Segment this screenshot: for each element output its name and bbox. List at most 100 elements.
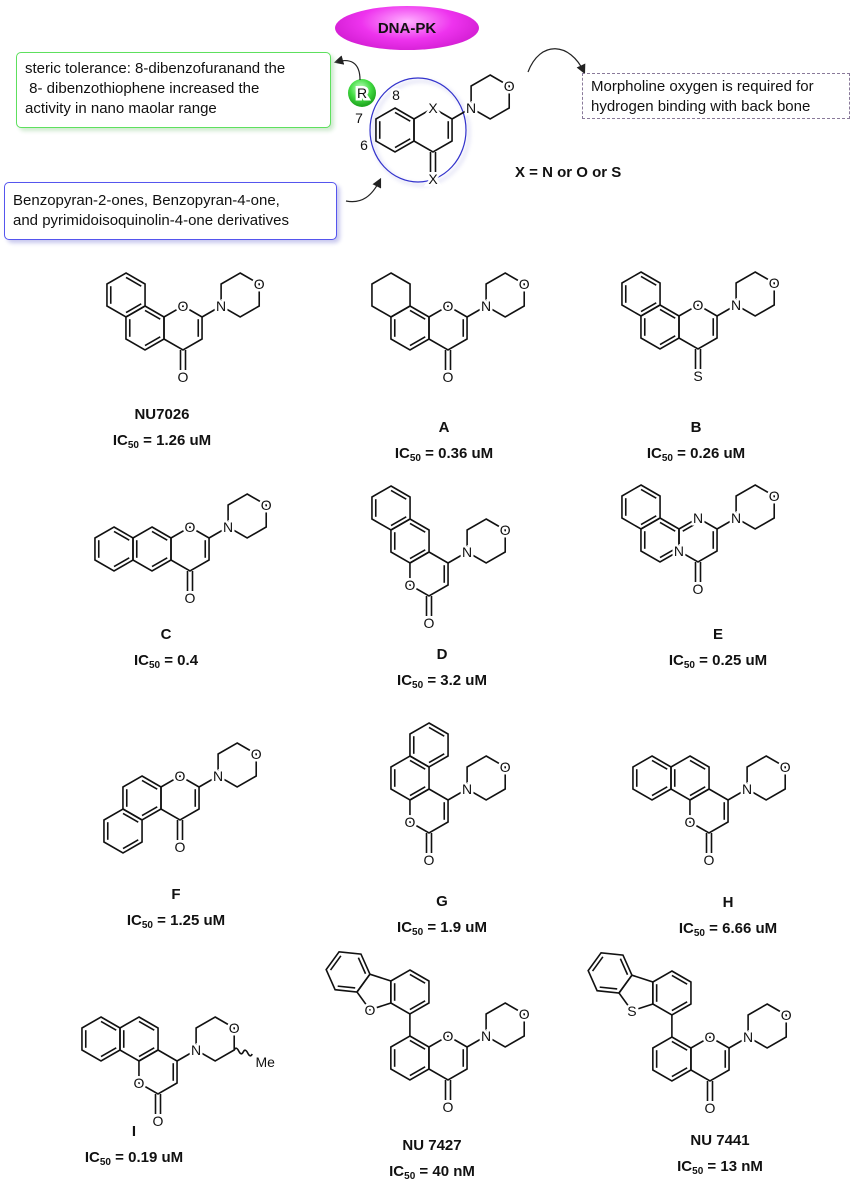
double-bond-inner [409, 309, 426, 320]
ring-oxygen-atom: O [134, 1075, 145, 1091]
double-bond-inner [428, 753, 445, 764]
ic50-subscript: 50 [412, 680, 424, 691]
ic50-prefix: IC [677, 1158, 693, 1175]
r-group-circle [348, 79, 376, 107]
ic50-prefix: IC [112, 432, 128, 449]
ic50-subscript: 50 [404, 1171, 416, 1182]
note-line: steric tolerance: 8-dibenzofuranand the [25, 60, 286, 77]
benzene-ring [632, 755, 672, 801]
morpholine-ring [466, 755, 507, 801]
double-bond-inner [651, 786, 668, 797]
double-bond-inner [659, 521, 676, 532]
ic50-number: = 1.9 uM [427, 919, 487, 936]
double-bond-inner [151, 530, 168, 541]
double-bond-inner [640, 302, 657, 313]
ic50-value: IC50 = 1.25 uM [127, 911, 225, 936]
double-bond-inner [329, 955, 342, 971]
thione-sulfur-atom: S [693, 368, 702, 384]
double-bond-inner [394, 111, 411, 122]
ic50-number: = 0.4 [164, 652, 199, 669]
double-bond-inner [390, 516, 407, 527]
ic50-prefix: IC [84, 1149, 100, 1166]
morpholine-nitrogen-atom: N [731, 297, 741, 313]
bond-to-morpholine [466, 1035, 487, 1048]
compound-caption: NU7026 IC50 = 1.26 uM [113, 405, 211, 456]
compound-caption: B IC50 = 0.26 uM [647, 418, 745, 469]
ic50-value: IC50 = 1.9 uM [397, 918, 487, 943]
double-bond-inner [671, 1067, 688, 1078]
core-derivatives-note: Benzopyran-2-ones, Benzopyran-4-one, and… [4, 182, 337, 240]
benzene-ring [122, 775, 162, 821]
benzene-ring [94, 526, 134, 572]
carbonyl-oxygen-atom: O [704, 852, 715, 868]
morpholine-oxygen-atom: O [229, 1020, 240, 1036]
double-bond-inner [394, 138, 411, 149]
note-line: Benzopyran-2-ones, Benzopyran-4-one, [13, 192, 280, 209]
benzene-ring [325, 950, 371, 993]
morpholine-oxygen-atom: O [769, 488, 780, 504]
double-bond-inner [619, 958, 629, 976]
thiophene-ring [617, 974, 654, 1012]
ic50-number: = 0.19 uM [115, 1149, 184, 1166]
compound-caption: D IC50 = 3.2 uM [397, 645, 487, 696]
arrow-from-core-note [345, 177, 382, 203]
compound-name: F [171, 886, 181, 903]
ic50-value: IC50 = 1.26 uM [113, 431, 211, 456]
morpholine-oxygen-atom: O [781, 1007, 792, 1023]
arrow-to-steric-note [333, 55, 361, 81]
carbonyl-oxygen-atom: O [424, 852, 435, 868]
ic50-subscript: 50 [148, 660, 161, 671]
morpholine-note: Morpholine oxygen is required for hydrog… [582, 73, 850, 119]
benzene-ring [390, 1035, 430, 1081]
double-bond-inner [141, 806, 158, 817]
morpholine-nitrogen-atom: N [731, 510, 741, 526]
compound-name: D [436, 646, 448, 663]
compound-name: G [436, 893, 448, 910]
double-bond-inner [122, 812, 139, 823]
double-bond-inner [409, 973, 426, 984]
morpholine-ring [485, 272, 526, 318]
morpholine-ring [217, 742, 258, 788]
bond-to-morpholine [447, 551, 468, 564]
benzene-ring [652, 1036, 692, 1082]
ring-oxygen-atom: O [705, 1029, 716, 1045]
carbonyl-oxygen-atom: O [443, 369, 454, 385]
compound-caption: NU 7427 IC50 = 40 nM [389, 1136, 475, 1184]
morpholine-nitrogen-atom: N [213, 768, 223, 784]
double-bond-inner [409, 1000, 426, 1011]
double-bond-inner [640, 275, 657, 286]
morpholine-ring [485, 1002, 526, 1048]
ic50-subscript: 50 [692, 1166, 704, 1177]
benzo-ring [375, 107, 415, 153]
ic50-subscript: 50 [141, 920, 153, 931]
ic50-number: = 0.26 uM [677, 445, 746, 462]
compound-name: I [131, 1123, 137, 1140]
morpholine-nitrogen-atom: N [481, 298, 491, 314]
ic50-subscript: 50 [412, 927, 424, 938]
ic50-value: IC50 = 6.66 uM [679, 919, 777, 944]
ic50-number: = 3.2 uM [427, 672, 487, 689]
bond-to-morpholine [198, 775, 219, 788]
benzene-ring [409, 722, 449, 768]
double-bond-inner [640, 515, 657, 526]
morpholine-ring [227, 493, 268, 539]
ic50-number: = 0.25 uM [699, 652, 768, 669]
double-bond-inner [125, 303, 142, 314]
wavy-bond-stereo [233, 1047, 253, 1057]
ring-oxygen-atom: O [405, 577, 416, 593]
double-bond-inner [682, 521, 699, 532]
compound-caption: G IC50 = 1.9 uM [397, 892, 487, 943]
benzene-ring [640, 304, 680, 350]
benzene-ring [390, 755, 430, 801]
ic50-value: IC50 = 0.36 uM [395, 444, 493, 469]
compound-name: E [712, 626, 723, 643]
carbonyl-oxygen-atom: O [175, 839, 186, 855]
carbonyl-oxygen-atom: O [443, 1099, 454, 1115]
compound-name: B [690, 419, 702, 436]
ic50-value: IC50 = 13 nM [677, 1157, 763, 1182]
furan-ring [355, 973, 392, 1011]
ic50-value: IC50 = 3.2 uM [397, 671, 487, 696]
morpholine-nitrogen-atom: N [191, 1042, 201, 1058]
